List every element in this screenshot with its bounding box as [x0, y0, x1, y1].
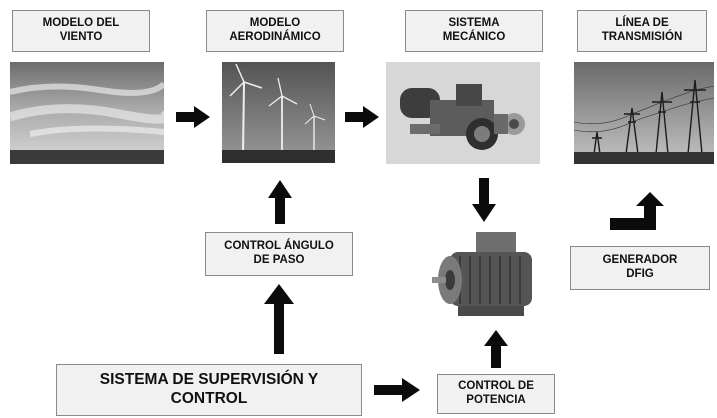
mech-system-box: SISTEMA MECÁNICO [405, 10, 543, 52]
wind-model-box: MODELO DEL VIENTO [12, 10, 150, 52]
supervision-label: SISTEMA DE SUPERVISIÓN Y CONTROL [99, 371, 319, 407]
arrow-pitch-to-aero [268, 180, 292, 224]
power-control-label: CONTROL DE POTENCIA [458, 380, 534, 406]
gearbox-photo [386, 62, 540, 164]
aero-model-box: MODELO AERODINÁMICO [206, 10, 344, 52]
sky-photo [10, 62, 164, 164]
trans-line-label: LÍNEA DE TRANSMISIÓN [601, 17, 683, 43]
arrow-aero-to-mech [345, 106, 379, 128]
generator-box: GENERADOR DFIG [570, 246, 710, 290]
generator-label: GENERADOR DFIG [602, 254, 678, 280]
power-control-box: CONTROL DE POTENCIA [437, 374, 555, 414]
pitch-control-label: CONTROL ÁNGULO DE PASO [224, 240, 334, 266]
mech-system-label: SISTEMA MECÁNICO [442, 17, 506, 43]
arrow-supervision-to-pitch [264, 284, 294, 354]
arrow-wind-to-aero [176, 106, 210, 128]
arrow-supervision-to-power [374, 378, 420, 402]
power-lines-photo [574, 62, 714, 164]
arrow-power-to-motor [484, 330, 508, 368]
wind-turbines-photo [222, 62, 335, 163]
wind-model-label: MODELO DEL VIENTO [42, 17, 120, 43]
motor-photo [428, 228, 546, 326]
supervision-box: SISTEMA DE SUPERVISIÓN Y CONTROL [56, 364, 362, 416]
pitch-control-box: CONTROL ÁNGULO DE PASO [205, 232, 353, 276]
arrow-mech-to-motor [472, 178, 496, 222]
trans-line-box: LÍNEA DE TRANSMISIÓN [577, 10, 707, 52]
aero-model-label: MODELO AERODINÁMICO [229, 17, 321, 43]
arrow-generator-to-line [610, 192, 664, 230]
